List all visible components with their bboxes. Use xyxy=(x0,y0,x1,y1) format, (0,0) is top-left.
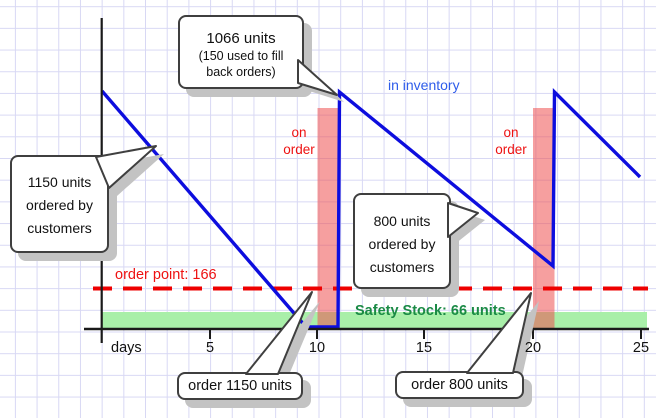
callout-ordered-800: 800 units ordered by customers xyxy=(353,193,451,289)
callout-order-800-text: order 800 units xyxy=(411,377,508,393)
chart-shape-polygon xyxy=(104,154,164,196)
callout-received-1066: 1066 units (150 used to fill back orders… xyxy=(178,15,304,89)
on-order-label-1: on order xyxy=(283,125,315,157)
callout-received-1066-line3: back orders) xyxy=(206,65,276,79)
callout-order-1150-text: order 1150 units xyxy=(188,378,292,394)
x-tick-label-25: 25 xyxy=(632,340,650,356)
chart-shape-rect xyxy=(533,108,555,329)
callout-received-1066-line1: 1066 units xyxy=(206,30,276,47)
callout-ordered-1150-line3: customers xyxy=(27,220,92,236)
callout-ordered-1150-line2: ordered by xyxy=(26,197,93,213)
x-tick-label-20: 20 xyxy=(524,340,542,356)
in-inventory-label: in inventory xyxy=(388,77,460,93)
chart-shape-polygon xyxy=(306,67,344,102)
chart-shape-rect xyxy=(317,108,339,329)
order-point-label: order point: 166 xyxy=(115,267,217,283)
x-tick-label-5: 5 xyxy=(205,340,215,356)
callout-order-800: order 800 units xyxy=(395,371,524,399)
on-order-label-2: on order xyxy=(495,125,527,157)
x-axis-title: days xyxy=(111,340,142,356)
chart-shape-polygon xyxy=(455,210,485,244)
callout-ordered-800-line1: 800 units xyxy=(373,213,431,229)
x-tick-label-15: 15 xyxy=(415,340,433,356)
safety-stock-label: Safety Stock: 66 units xyxy=(355,303,506,319)
x-tick-label-10: 10 xyxy=(308,340,326,356)
callout-ordered-1150: 1150 units ordered by customers xyxy=(10,155,109,253)
callout-ordered-800-line3: customers xyxy=(369,259,435,275)
callout-ordered-800-line2: ordered by xyxy=(368,236,436,252)
callout-ordered-1150-line1: 1150 units xyxy=(27,174,92,190)
callout-order-1150: order 1150 units xyxy=(177,372,303,400)
callout-received-1066-line2: (150 used to fill xyxy=(198,49,284,63)
